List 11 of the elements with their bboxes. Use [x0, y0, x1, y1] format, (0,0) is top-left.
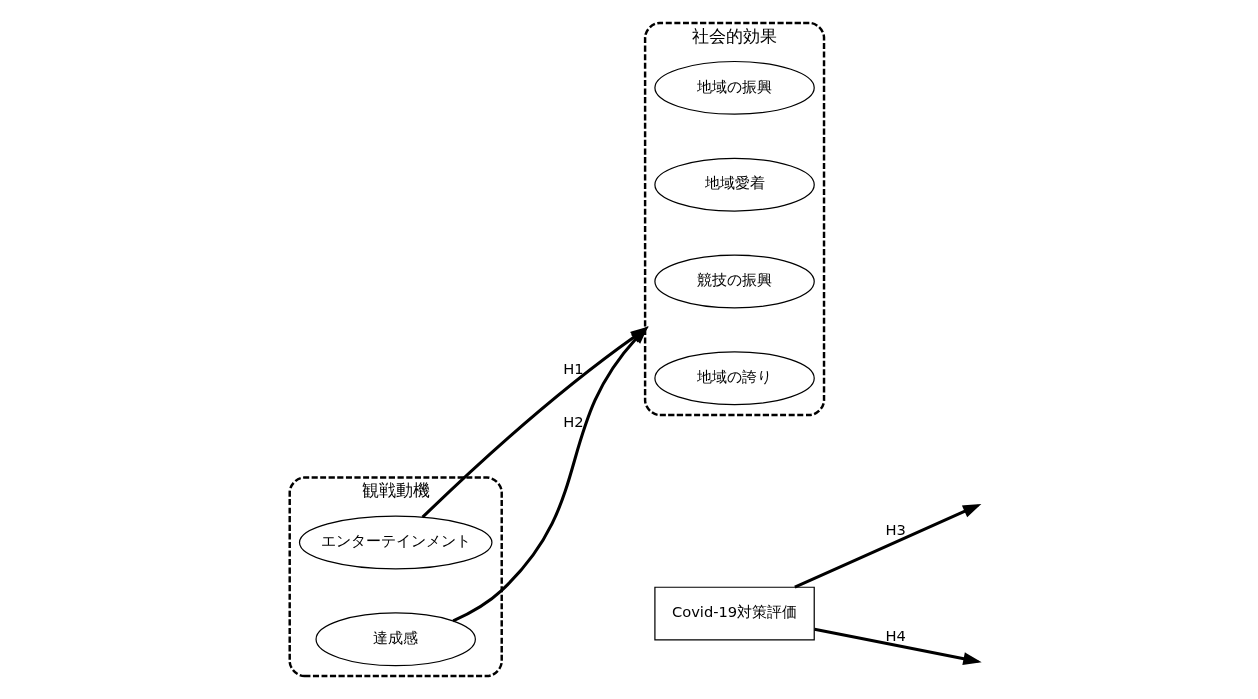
node-ellipse: 地域の振興 — [654, 60, 815, 115]
edge-label: H3 — [885, 520, 906, 538]
node-ellipse: エンターテインメント — [298, 515, 493, 570]
node-ellipse: 達成感 — [315, 612, 476, 667]
node-ellipse: 地域愛着 — [654, 157, 815, 212]
node-box: Covid-19対策評価 — [654, 586, 815, 641]
node-ellipse: 競技の振興 — [654, 254, 815, 309]
edge-label: H2 — [563, 412, 584, 430]
edge-label: H1 — [563, 360, 584, 378]
node-ellipse: 地域の誇り — [654, 351, 815, 406]
edge-label: H4 — [885, 627, 906, 645]
